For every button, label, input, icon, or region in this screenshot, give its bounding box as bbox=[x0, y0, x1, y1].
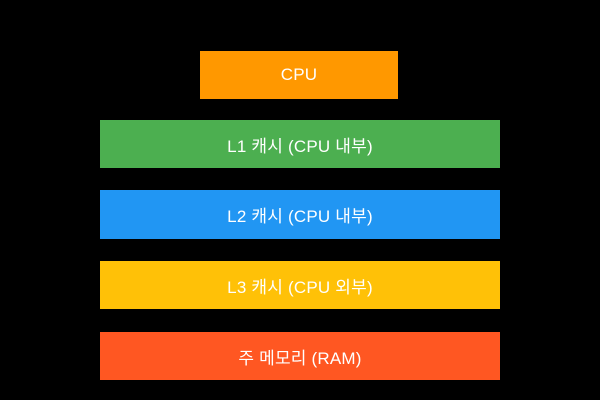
layer-box-cpu: CPU bbox=[200, 51, 398, 99]
layer-box-main-memory-ram: 주 메모리 (RAM) bbox=[100, 332, 500, 380]
layer-box-l2-cache: L2 캐시 (CPU 내부) bbox=[100, 190, 500, 239]
layer-box-l1-cache: L1 캐시 (CPU 내부) bbox=[100, 120, 500, 168]
layer-box-l3-cache: L3 캐시 (CPU 외부) bbox=[100, 261, 500, 309]
